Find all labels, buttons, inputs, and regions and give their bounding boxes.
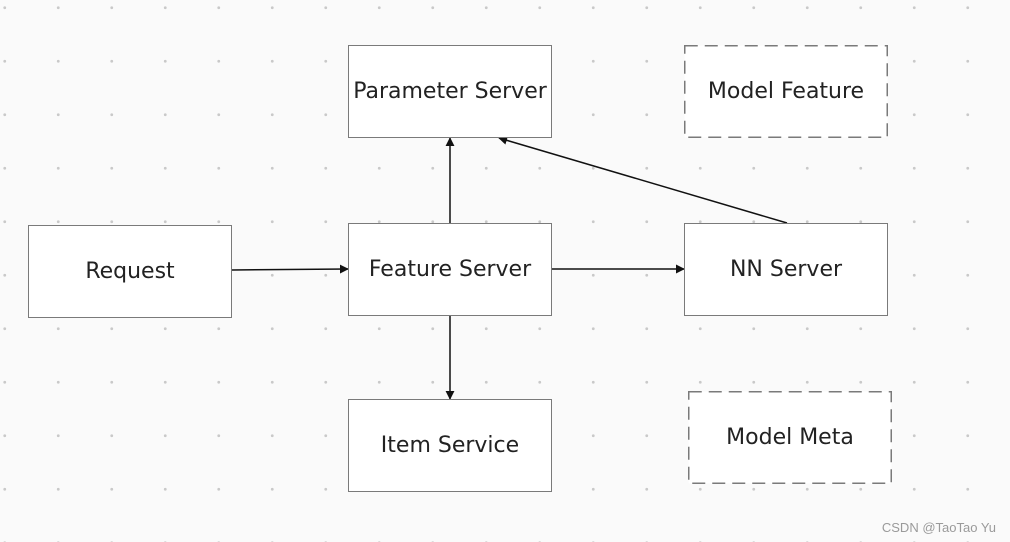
edge-request-to-feature-server — [231, 264, 349, 274]
node-parameter-server[interactable]: Parameter Server — [348, 45, 552, 138]
node-request[interactable]: Request — [28, 225, 232, 318]
node-model-feature[interactable]: Model Feature — [684, 45, 888, 138]
node-item-service[interactable]: Item Service — [348, 399, 552, 492]
node-request-label: Request — [85, 259, 175, 284]
node-model-feature-label: Model Feature — [707, 79, 865, 104]
node-model-meta[interactable]: Model Meta — [688, 391, 892, 484]
node-item-service-label: Item Service — [380, 433, 520, 458]
node-nn-server-label: NN Server — [729, 257, 843, 282]
node-feature-server[interactable]: Feature Server — [348, 223, 552, 316]
node-parameter-server-label: Parameter Server — [353, 79, 547, 104]
watermark: CSDN @TaoTao Yu — [881, 520, 996, 535]
model-feature-dashed-border — [684, 45, 888, 138]
edge-nn-server-to-parameter-server — [498, 135, 788, 224]
node-nn-server[interactable]: NN Server — [684, 223, 888, 316]
node-feature-server-label: Feature Server — [368, 257, 532, 282]
node-model-meta-label: Model Meta — [726, 425, 854, 450]
model-meta-dashed-border — [688, 391, 892, 484]
